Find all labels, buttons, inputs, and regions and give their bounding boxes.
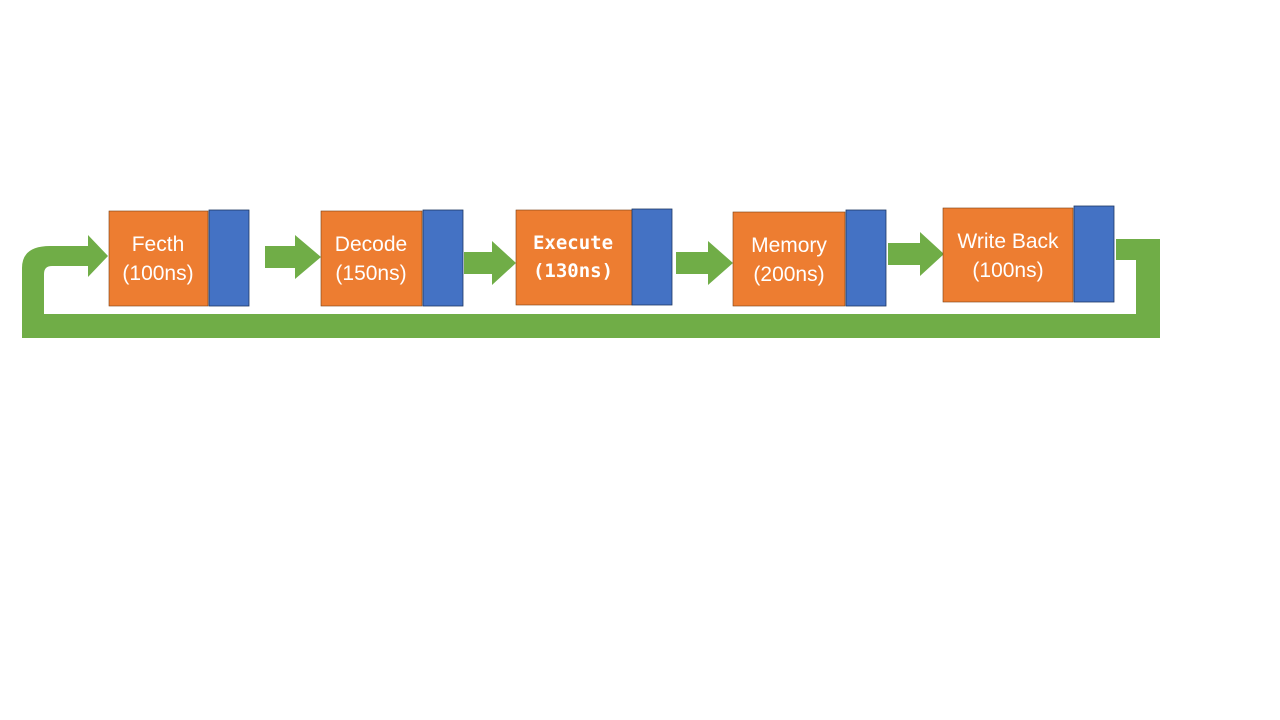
- stage-time: (100ns): [122, 262, 193, 285]
- stage-time: (150ns): [335, 262, 406, 285]
- stage-time: (100ns): [972, 259, 1043, 282]
- pipeline-register: [422, 209, 464, 307]
- stage-execute: Execute (130ns): [515, 208, 673, 306]
- arrow-decode-to-execute: [464, 241, 516, 285]
- stage-name: Execute: [533, 232, 613, 254]
- stage-decode: Decode (150ns): [320, 209, 464, 307]
- stage-box: [320, 210, 423, 307]
- stage-time: (200ns): [753, 263, 824, 286]
- feedback-loop-arrow-icon: [22, 235, 1160, 338]
- stage-memory: Memory (200ns): [732, 209, 887, 307]
- stage-name: Fecth: [132, 233, 185, 256]
- stage-box: [942, 207, 1074, 303]
- pipeline-register: [845, 209, 887, 307]
- pipeline-register: [208, 209, 250, 307]
- stage-fetch: Fecth (100ns): [108, 209, 250, 307]
- stage-box: [732, 211, 846, 307]
- stage-time: (130ns): [533, 260, 613, 282]
- stage-name: Memory: [751, 234, 827, 257]
- arrow-execute-to-memory: [676, 241, 733, 285]
- arrow-fetch-to-decode: [265, 235, 321, 279]
- stage-name: Decode: [335, 233, 407, 256]
- arrow-memory-to-writeback: [888, 232, 944, 276]
- pipeline-register: [631, 208, 673, 306]
- stage-box: [108, 210, 209, 307]
- pipeline-register: [1073, 205, 1115, 303]
- stage-box: [515, 209, 633, 306]
- stage-write-back: Write Back (100ns): [942, 205, 1115, 303]
- stage-name: Write Back: [957, 230, 1059, 253]
